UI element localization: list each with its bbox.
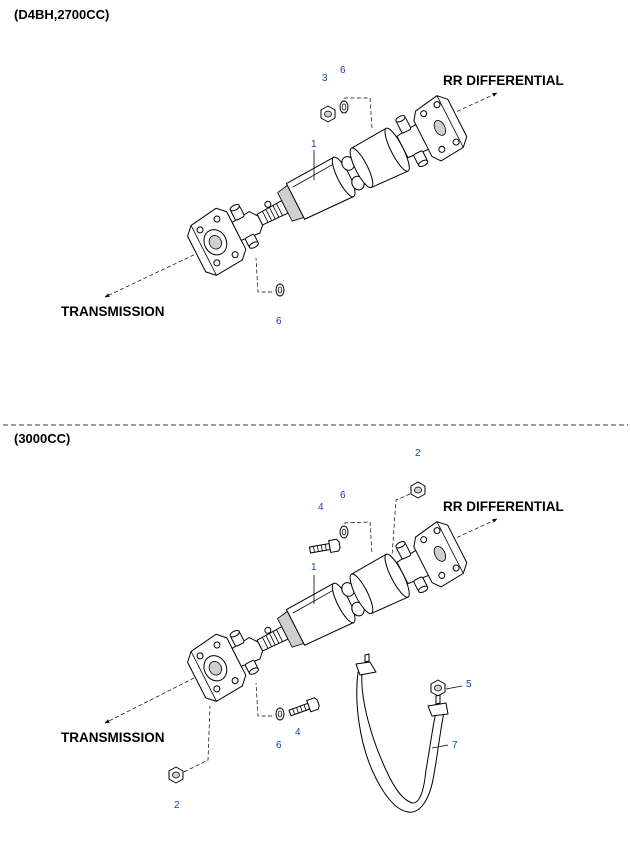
callout-number: 1 bbox=[311, 562, 317, 573]
callout-number: 3 bbox=[322, 73, 328, 84]
leader-line bbox=[431, 744, 449, 749]
nut-icon bbox=[430, 679, 446, 697]
bolt-icon bbox=[287, 696, 321, 720]
callout-number: 1 bbox=[311, 139, 317, 150]
rear-axis-arrow bbox=[403, 92, 498, 137]
callout-number: 2 bbox=[415, 448, 421, 459]
leader-line bbox=[391, 493, 411, 557]
rear-axis-arrow bbox=[403, 518, 498, 563]
bolt-icon bbox=[308, 538, 342, 557]
callout-number: 2 bbox=[174, 800, 180, 811]
callout-number: 6 bbox=[340, 490, 346, 501]
washer-icon bbox=[275, 283, 285, 297]
leader-line bbox=[445, 685, 463, 690]
washer-icon bbox=[339, 525, 349, 539]
nut-icon bbox=[410, 481, 426, 499]
front-axis-arrow bbox=[104, 674, 201, 724]
leader-line bbox=[344, 97, 373, 129]
callout-number: 5 bbox=[466, 679, 472, 690]
leader-line bbox=[183, 705, 211, 773]
callout-number: 4 bbox=[318, 502, 324, 513]
transmission-label: TRANSMISSION bbox=[61, 304, 165, 319]
section-3000cc: (3000CC) RR DIFFERENTIAL TRAN bbox=[14, 431, 564, 813]
section-title: (3000CC) bbox=[14, 431, 70, 446]
callout-number: 6 bbox=[276, 316, 282, 327]
front-axis-arrow bbox=[104, 251, 201, 298]
transmission-label: TRANSMISSION bbox=[61, 730, 165, 745]
nut-icon bbox=[168, 766, 184, 784]
washer-icon bbox=[339, 100, 349, 114]
callout-number: 6 bbox=[340, 65, 346, 76]
callout-number: 6 bbox=[276, 740, 282, 751]
rr-differential-label: RR DIFFERENTIAL bbox=[443, 73, 564, 88]
leader-line bbox=[343, 521, 373, 555]
nut-icon bbox=[320, 105, 336, 123]
safety-strap bbox=[355, 653, 449, 813]
callout-number: 4 bbox=[295, 727, 301, 738]
section-d4bh: (D4BH,2700CC) RR DIFFERENTIAL TRANSMISSI… bbox=[14, 7, 564, 327]
leader-line bbox=[255, 257, 272, 293]
washer-icon bbox=[275, 707, 285, 721]
callout-number: 7 bbox=[452, 740, 458, 751]
section-title: (D4BH,2700CC) bbox=[14, 7, 109, 22]
rr-differential-label: RR DIFFERENTIAL bbox=[443, 499, 564, 514]
leader-line bbox=[255, 682, 272, 717]
